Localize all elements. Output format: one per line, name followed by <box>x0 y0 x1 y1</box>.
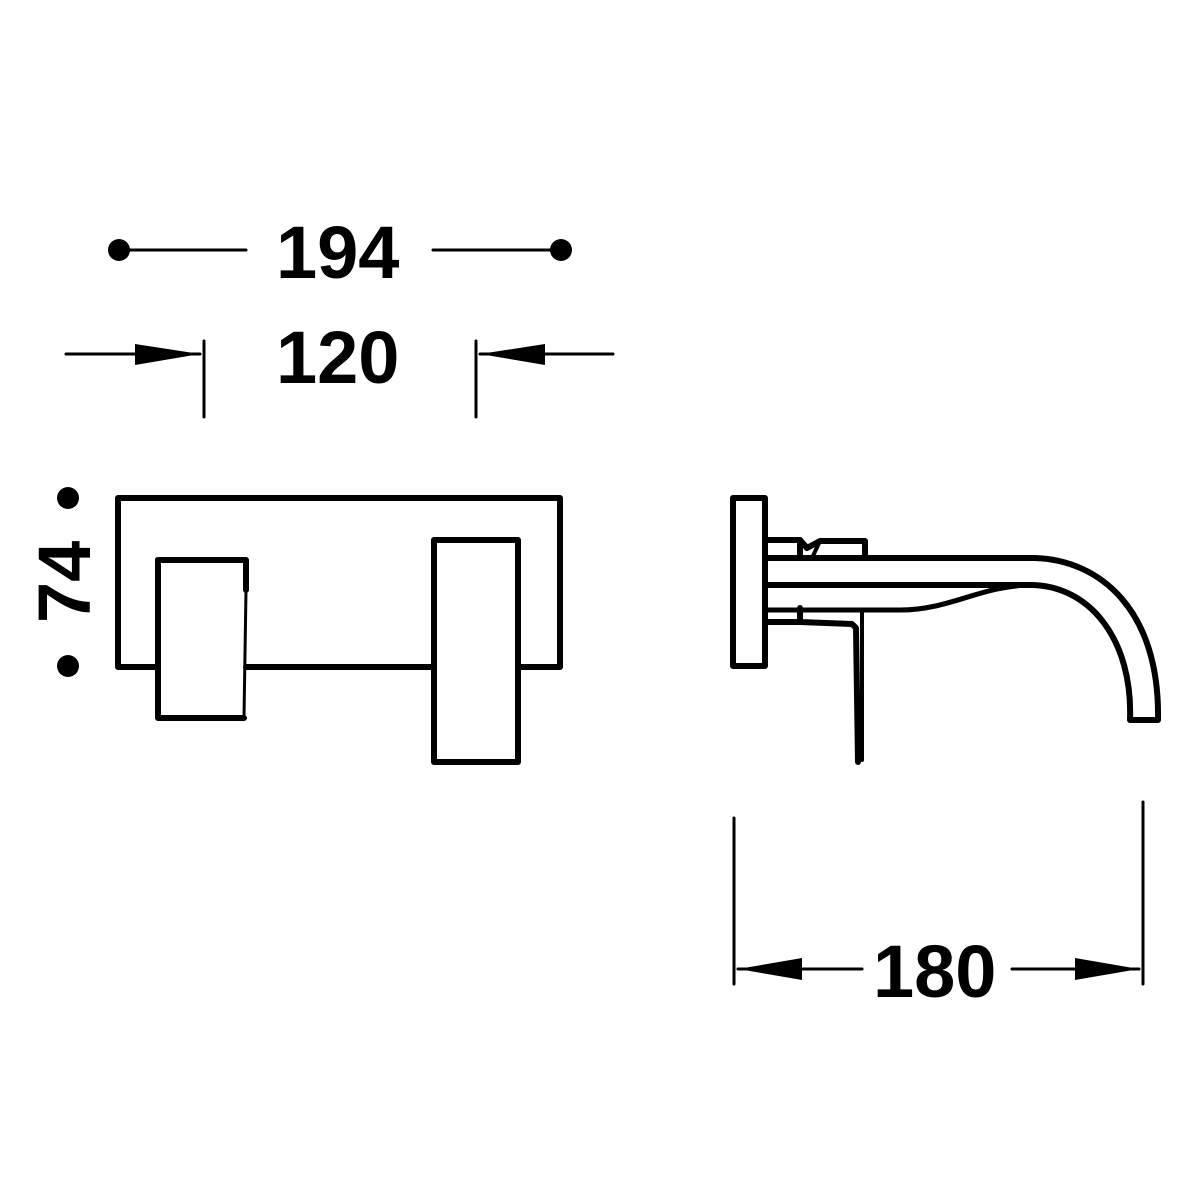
dimension-label-120: 120 <box>276 316 400 399</box>
dimension-label-194: 194 <box>276 211 400 294</box>
dimension-180-lines <box>732 800 1145 986</box>
dimension-194-lines <box>108 239 572 261</box>
dimension-label-74: 74 <box>23 540 106 623</box>
dimension-120-lines <box>64 339 615 419</box>
front-view <box>115 495 563 765</box>
dimension-label-180: 180 <box>873 930 997 1013</box>
dimension-74-dots <box>57 487 79 677</box>
side-view <box>730 495 1162 765</box>
